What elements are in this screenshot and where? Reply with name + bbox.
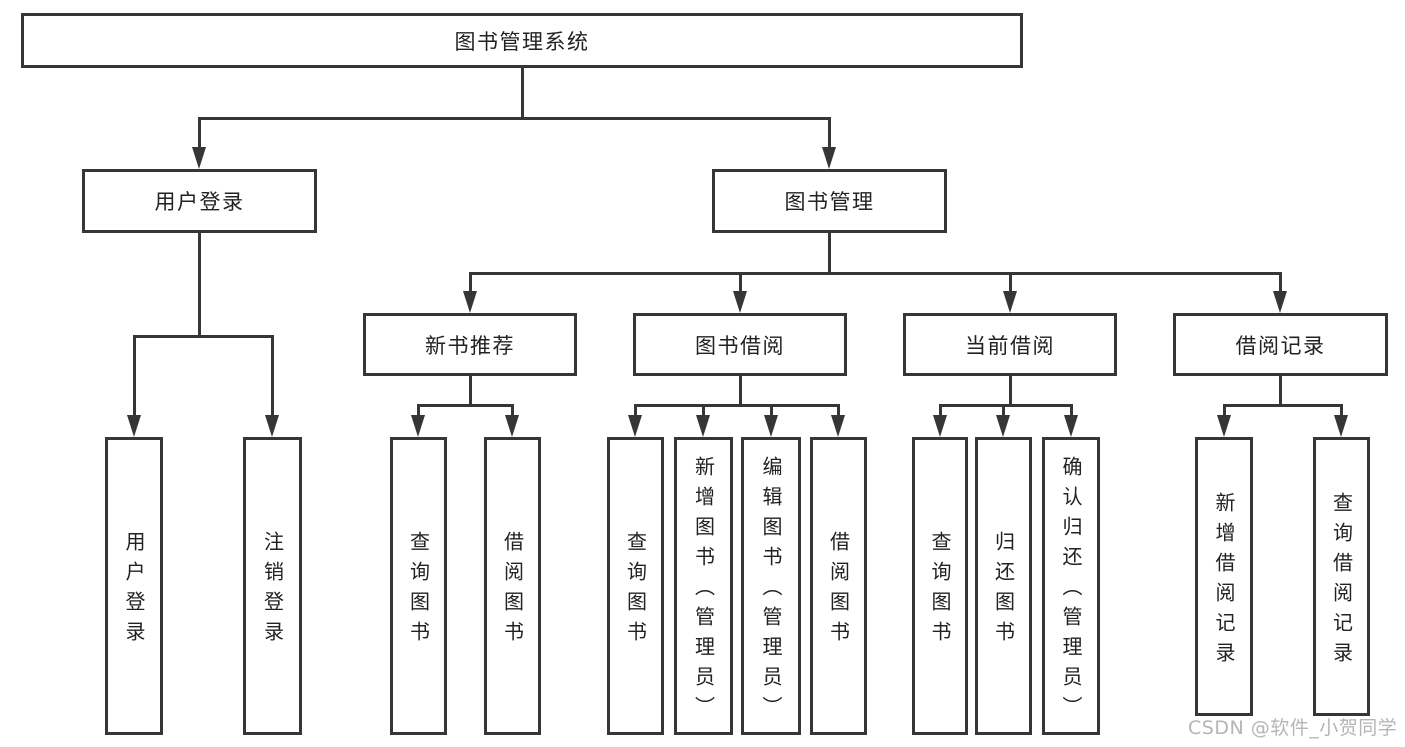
arrow-down-icon [733, 291, 747, 313]
connector-line [634, 404, 637, 417]
connector-line [198, 233, 201, 338]
leaf-label: 查询图书 [406, 531, 431, 651]
leaf-add-book-admin: 新增图书（管理员） [674, 437, 733, 735]
leaf-edit-book-admin: 编辑图书（管理员） [741, 437, 801, 735]
connector-line [739, 272, 742, 294]
leaf-borrow-book: 借阅图书 [810, 437, 867, 735]
arrow-down-icon [696, 415, 710, 437]
leaf-return-book: 归还图书 [975, 437, 1032, 735]
connector-line [469, 376, 472, 407]
connector-line [739, 376, 742, 407]
leaf-label: 归还图书 [991, 531, 1016, 651]
node-book-management: 图书管理 [712, 169, 947, 233]
arrow-down-icon [192, 147, 206, 169]
leaf-label: 注销登录 [260, 531, 285, 651]
connector-line [1279, 272, 1282, 294]
node-borrow-records: 借阅记录 [1173, 313, 1388, 376]
node-new-book-recommend: 新书推荐 [363, 313, 577, 376]
leaf-label: 查询图书 [928, 531, 952, 651]
leaf-query-borrow-record: 查询借阅记录 [1313, 437, 1370, 716]
leaf-logout: 注销登录 [243, 437, 302, 735]
connector-line [417, 404, 420, 417]
connector-line [1223, 404, 1226, 417]
leaf-label: 查询图书 [623, 531, 648, 651]
arrow-down-icon [411, 415, 425, 437]
connector-line [770, 404, 773, 417]
connector-line [133, 335, 136, 417]
connector-line [469, 272, 1282, 275]
leaf-label: 借阅图书 [500, 531, 525, 651]
leaf-label: 查询借阅记录 [1329, 491, 1354, 672]
arrow-down-icon [933, 415, 947, 437]
connector-line [1340, 404, 1343, 417]
connector-line [1009, 272, 1012, 294]
arrow-down-icon [463, 291, 477, 313]
arrow-down-icon [628, 415, 642, 437]
arrow-down-icon [822, 147, 836, 169]
leaf-confirm-return-admin: 确认归还（管理员） [1042, 437, 1100, 735]
connector-line [1223, 404, 1343, 407]
leaf-label: 新增图书（管理员） [691, 456, 716, 726]
leaf-query-books-recommend: 查询图书 [390, 437, 447, 735]
arrow-down-icon [831, 415, 845, 437]
connector-line [939, 404, 942, 417]
leaf-label: 用户登录 [122, 531, 146, 651]
connector-line [511, 404, 514, 417]
arrow-down-icon [127, 415, 141, 437]
arrow-down-icon [265, 415, 279, 437]
connector-line [939, 404, 1072, 407]
connector-line [828, 117, 831, 149]
arrow-down-icon [1064, 415, 1078, 437]
arrow-down-icon [1334, 415, 1348, 437]
arrow-down-icon [996, 415, 1010, 437]
arrow-down-icon [764, 415, 778, 437]
node-user-login: 用户登录 [82, 169, 317, 233]
node-library-management-system: 图书管理系统 [21, 13, 1023, 68]
connector-line [271, 335, 274, 417]
arrow-down-icon [1003, 291, 1017, 313]
leaf-add-borrow-record: 新增借阅记录 [1195, 437, 1253, 716]
connector-line [198, 117, 201, 149]
connector-line [417, 404, 514, 407]
connector-line [702, 404, 705, 417]
connector-line [133, 335, 274, 338]
leaf-borrow-books-recommend: 借阅图书 [484, 437, 541, 735]
connector-line [1070, 404, 1073, 417]
leaf-query-books-current: 查询图书 [912, 437, 968, 735]
leaf-label: 新增借阅记录 [1212, 491, 1236, 672]
arrow-down-icon [1217, 415, 1231, 437]
connector-line [521, 67, 524, 119]
connector-line [1279, 376, 1282, 407]
node-current-borrow: 当前借阅 [903, 313, 1117, 376]
connector-line [828, 233, 831, 275]
csdn-watermark: CSDN @软件_小贺同学 [1188, 717, 1398, 739]
connector-line [1009, 376, 1012, 407]
arrow-down-icon [505, 415, 519, 437]
leaf-label: 借阅图书 [826, 531, 851, 651]
connector-line [1002, 404, 1005, 417]
connector-line [198, 117, 831, 120]
leaf-label: 确认归还（管理员） [1059, 456, 1083, 726]
arrow-down-icon [1273, 291, 1287, 313]
leaf-label: 编辑图书（管理员） [759, 456, 783, 726]
connector-line [469, 272, 472, 294]
node-book-borrow: 图书借阅 [633, 313, 847, 376]
leaf-user-login: 用户登录 [105, 437, 163, 735]
connector-line [837, 404, 840, 417]
leaf-query-books-borrow: 查询图书 [607, 437, 664, 735]
connector-line [634, 404, 840, 407]
